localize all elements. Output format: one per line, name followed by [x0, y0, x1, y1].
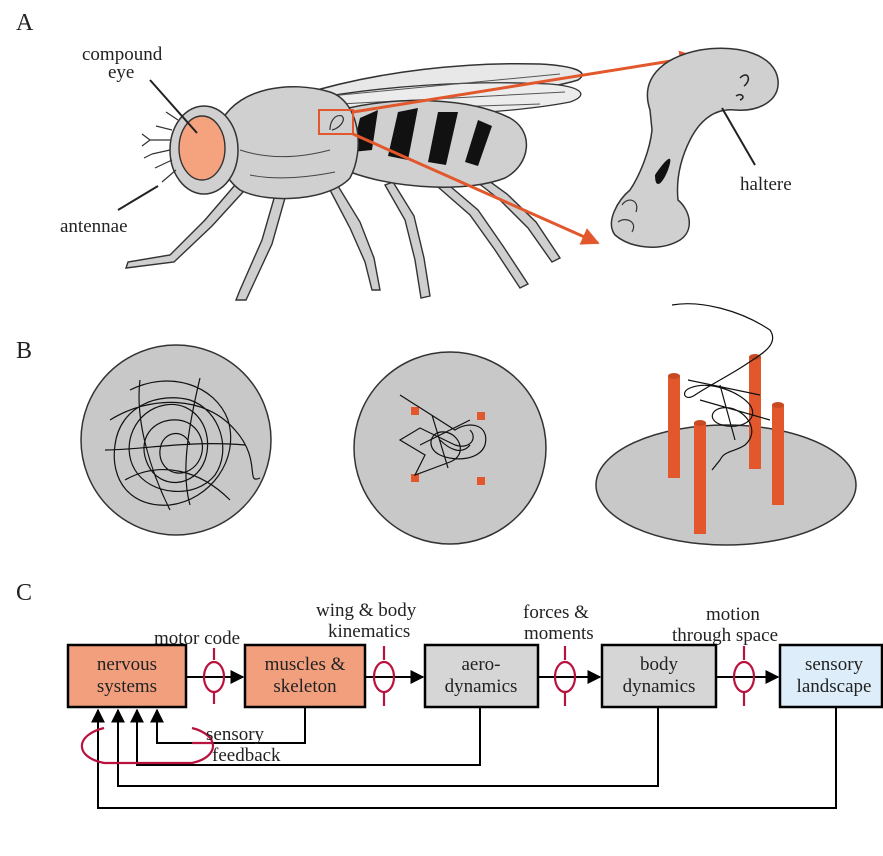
compound-eye-shape: [179, 116, 225, 180]
box-body-dynamics: body dynamics: [602, 645, 716, 707]
box-muscles-skeleton: muscles & skeleton: [245, 645, 365, 707]
label-forces-line2: moments: [524, 623, 594, 644]
panel-letter-b: B: [16, 338, 32, 364]
post-marker-1: [411, 407, 419, 415]
label-wing-body-line2: kinematics: [328, 621, 410, 642]
post-marker-4: [477, 477, 485, 485]
post-3d-1: [668, 376, 680, 478]
feedback-lines: [98, 706, 836, 808]
label-motion-line1: motion: [706, 604, 760, 625]
fly-illustration: [118, 48, 778, 300]
arena-empty: [81, 345, 271, 535]
arena-posts-top: [354, 352, 546, 544]
label-haltere: haltere: [740, 174, 792, 195]
box-sensory-landscape: sensory landscape: [780, 645, 882, 707]
box-aero-line1: aero-: [461, 654, 500, 675]
box-aero-line2: dynamics: [445, 676, 518, 697]
label-sensory-feedback-line2: feedback: [212, 745, 281, 766]
box-aerodynamics: aero- dynamics: [425, 645, 538, 707]
post-3d-2: [749, 357, 761, 469]
box-muscles-line2: skeleton: [273, 676, 337, 697]
pointer-compound-eye: [150, 80, 197, 133]
label-motion-line2: through space: [672, 625, 778, 646]
arena-3d-floor: [596, 425, 856, 545]
post-3d-4: [694, 423, 706, 534]
arena-posts-3d: [596, 304, 856, 545]
haltere-enlarged: [611, 48, 778, 247]
pointer-haltere: [722, 108, 755, 165]
label-sensory-feedback-line1: sensory: [206, 724, 265, 745]
fly-thorax: [218, 87, 358, 199]
box-sensory-line1: sensory: [805, 654, 864, 675]
box-sensory-line2: landscape: [797, 676, 872, 697]
post-3d-3-top: [772, 402, 784, 408]
panel-letter-a: A: [16, 10, 34, 36]
box-muscles-line1: muscles &: [265, 654, 346, 675]
post-3d-4-top: [694, 420, 706, 426]
post-3d-1-top: [668, 373, 680, 379]
loop-feedback: [82, 728, 213, 763]
label-antennae: antennae: [60, 216, 128, 237]
box-nervous-line2: systems: [97, 676, 157, 697]
label-forces-line1: forces &: [523, 602, 589, 623]
label-wing-body-line1: wing & body: [316, 600, 417, 621]
post-marker-2: [477, 412, 485, 420]
panel-letter-c: C: [16, 580, 32, 606]
box-nervous-systems: nervous systems: [68, 645, 186, 707]
box-body-line2: dynamics: [623, 676, 696, 697]
pointer-antennae: [118, 186, 158, 210]
box-nervous-line1: nervous: [97, 654, 157, 675]
post-3d-3: [772, 405, 784, 505]
label-compound-eye-line2: eye: [108, 62, 134, 83]
box-body-line1: body: [640, 654, 679, 675]
